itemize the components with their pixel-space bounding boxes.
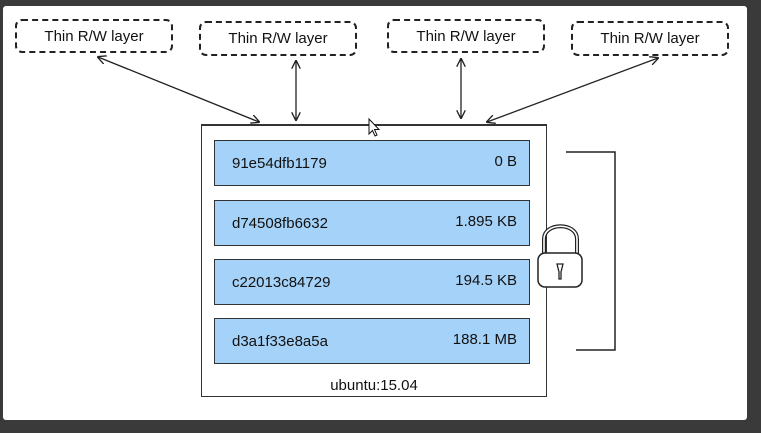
rw-layer-label: Thin R/W layer [600,30,700,47]
image-layer: d3a1f33e8a5a 188.1 MB [214,318,530,364]
layer-size: 1.895 KB [455,213,517,230]
arrow-connector [98,57,259,122]
arrow-connector [487,58,658,122]
mouse-cursor-icon [368,117,381,137]
layer-id: c22013c84729 [232,274,331,291]
diagram-canvas: Thin R/W layer Thin R/W layer Thin R/W l… [3,6,747,420]
rw-layer-box: Thin R/W layer [199,21,357,56]
lock-icon [537,224,583,288]
rw-layer-label: Thin R/W layer [228,30,328,47]
layer-id: d3a1f33e8a5a [232,333,328,350]
image-layer: c22013c84729 194.5 KB [214,259,530,305]
image-layer: d74508fb6632 1.895 KB [214,200,530,246]
rw-layer-box: Thin R/W layer [387,19,545,53]
rw-layer-label: Thin R/W layer [416,27,516,45]
rw-layer-label: Thin R/W layer [44,27,144,45]
layer-size: 188.1 MB [452,331,517,348]
layer-size: 0 B [494,153,517,170]
base-image-label: ubuntu:15.04 [330,377,418,394]
rw-layer-box: Thin R/W layer [15,19,173,53]
image-layer: 91e54dfb1179 0 B [214,140,530,186]
layer-id: 91e54dfb1179 [232,155,327,172]
layer-id: d74508fb6632 [232,215,328,232]
layers-bracket [566,151,616,351]
rw-layer-box: Thin R/W layer [571,21,729,56]
image-container: 91e54dfb1179 0 B d74508fb6632 1.895 KB c… [201,124,547,397]
layer-size: 194.5 KB [455,272,517,289]
connector-overlay [3,6,747,351]
